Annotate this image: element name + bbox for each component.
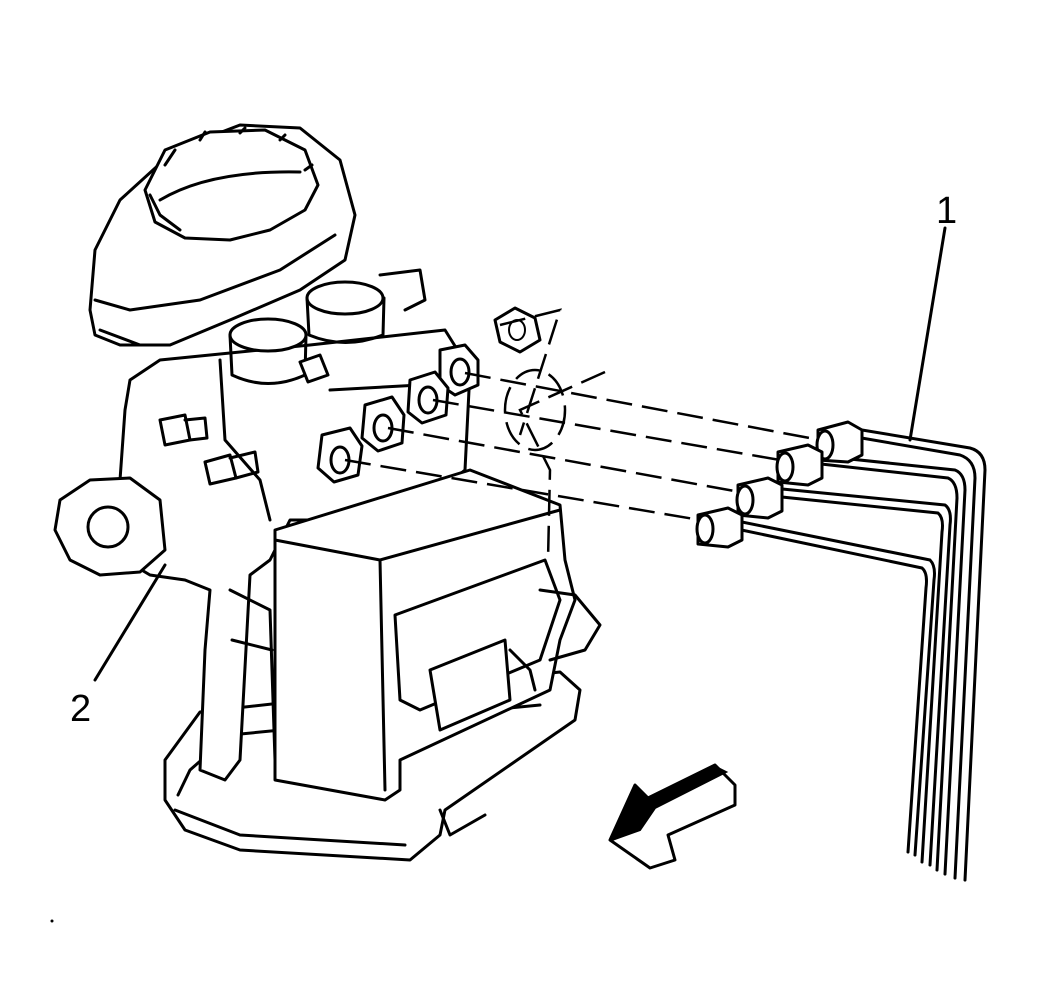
brake-pipes: [730, 426, 987, 882]
reservoir-cap: [143, 126, 320, 242]
master-cylinder-ports: [228, 268, 427, 385]
callout-1: 1: [936, 190, 958, 232]
front-direction-arrow-icon: [608, 763, 737, 870]
callout-2: 2: [70, 688, 92, 730]
stud-1: [158, 413, 209, 447]
mounting-ear: [53, 476, 167, 577]
tube-nut: [493, 306, 542, 354]
speck: [50, 919, 54, 923]
alignment-leaders: [344, 308, 821, 561]
stud-2: [203, 450, 260, 486]
electronic-brake-control-module: [273, 468, 602, 802]
callout-leaders: [93, 226, 947, 682]
brake-line-ports: [316, 343, 480, 484]
pipe-fittings: [695, 420, 864, 549]
